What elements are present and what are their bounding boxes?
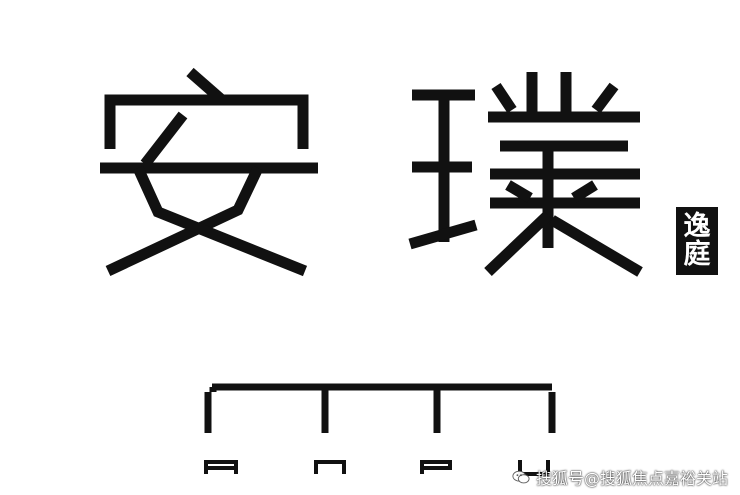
chat-bubble-icon bbox=[512, 470, 530, 484]
watermark-text: 搜狐号@搜狐焦点嘉裕关站 bbox=[535, 469, 728, 488]
glyph-an bbox=[100, 67, 318, 277]
anpu-letters bbox=[204, 460, 550, 476]
yiting-badge: 逸 庭 bbox=[676, 207, 718, 275]
glyph-pu bbox=[408, 72, 643, 277]
badge-char-2: 庭 bbox=[683, 239, 711, 270]
badge-char-1: 逸 bbox=[683, 210, 711, 242]
watermark: 搜狐号@搜狐焦点嘉裕关站 bbox=[512, 465, 728, 489]
anpu-line-mark bbox=[204, 383, 556, 433]
